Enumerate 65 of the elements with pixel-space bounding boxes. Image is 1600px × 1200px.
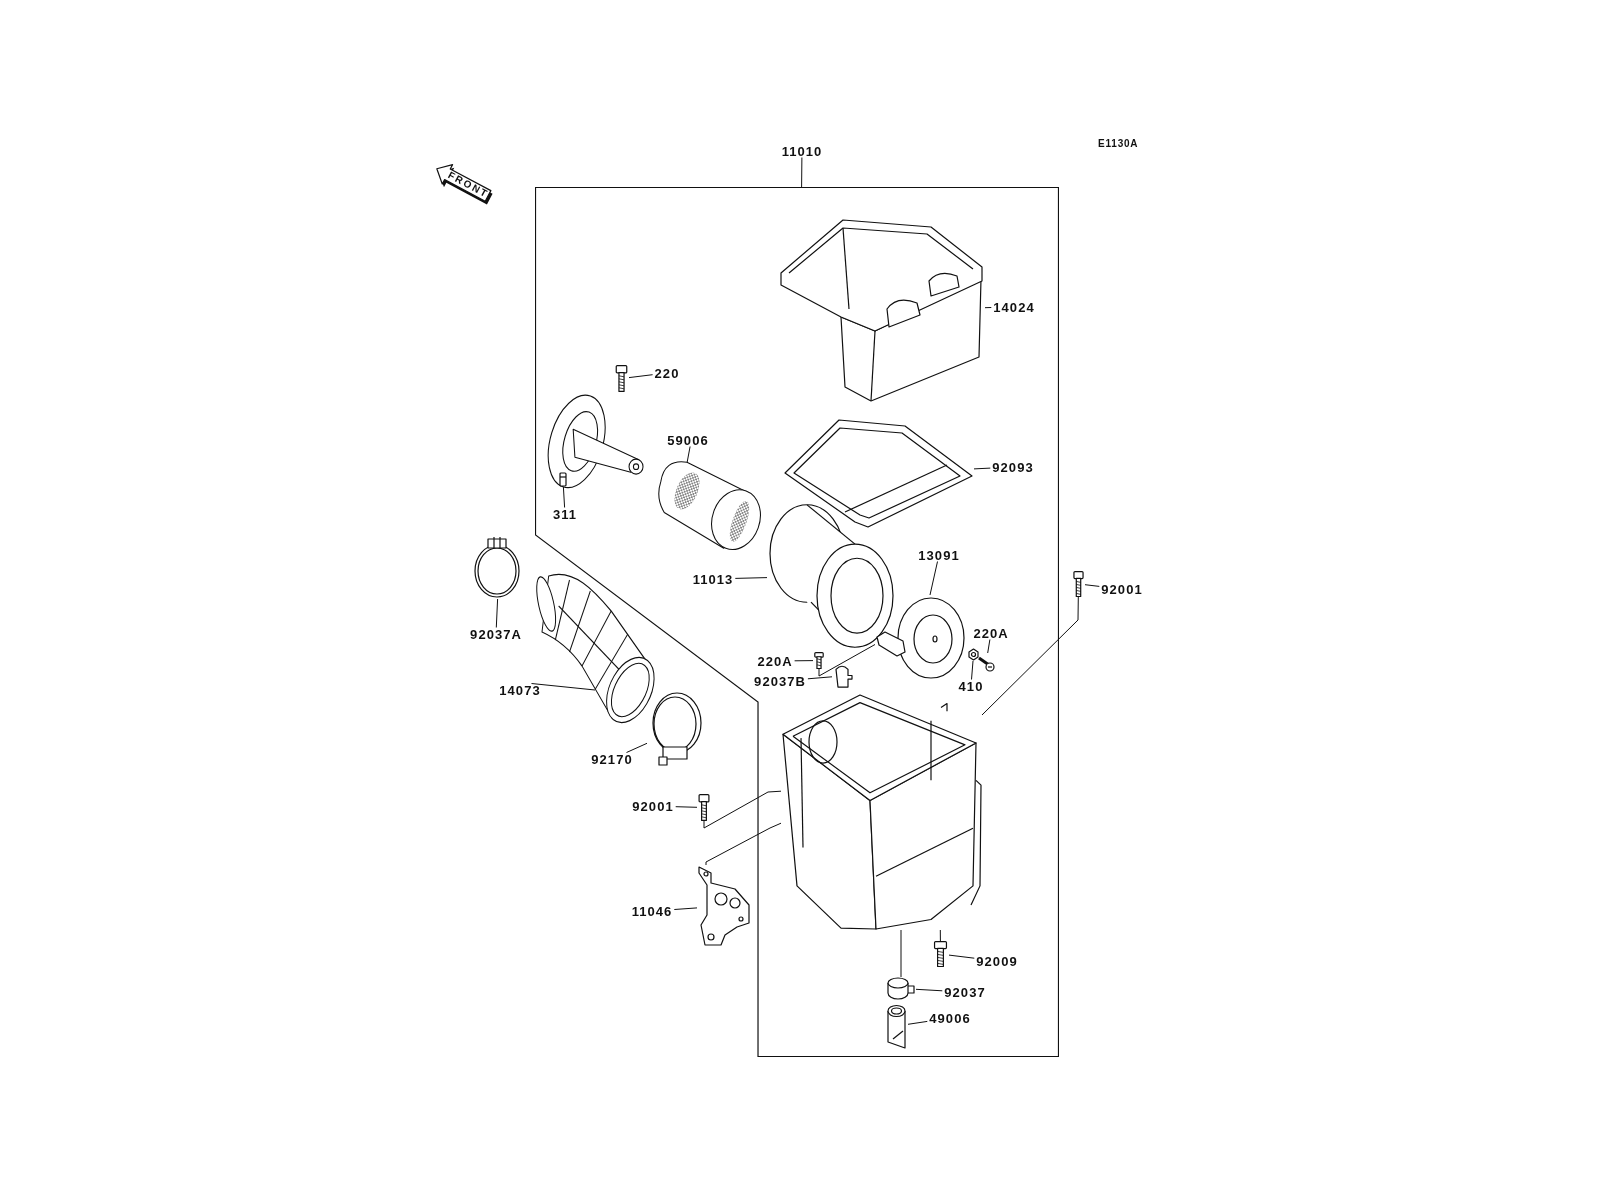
callout-number: 11046: [629, 904, 675, 918]
callout-number: 11010: [779, 144, 825, 158]
leader-line: [673, 907, 698, 910]
leader-line: [675, 806, 698, 808]
clip-drawing: [832, 664, 853, 688]
screw-drawing: [614, 365, 629, 392]
callout-number: 410: [956, 679, 986, 693]
callout-number: 11013: [690, 572, 736, 586]
leader-line: [705, 822, 782, 866]
leader-line: [531, 683, 596, 691]
leader-line: [987, 639, 991, 654]
leader-line: [562, 486, 566, 508]
callout-number: 92037A: [468, 627, 524, 641]
callout-number: 92093: [990, 460, 1036, 474]
diagram-code: E1130A: [1098, 137, 1139, 151]
air-filter-drawing: [767, 502, 896, 650]
callout-number: 220: [652, 366, 682, 380]
leader-line: [818, 644, 876, 677]
callout-number: 220A: [755, 654, 795, 668]
leader-line: [939, 929, 941, 942]
leader-line: [686, 446, 691, 464]
gasket-drawing: [783, 418, 974, 529]
bolt-drawing: [697, 794, 711, 821]
leader-line: [734, 577, 768, 579]
nut-drawing: [968, 648, 979, 661]
callout-number: 92009: [974, 954, 1020, 968]
leader-line: [948, 954, 975, 959]
callout-number: 14024: [991, 300, 1037, 314]
callout-number: 311: [550, 507, 580, 521]
callout-number: 92037: [942, 985, 988, 999]
leader-line: [794, 660, 814, 662]
air-box-case-drawing: [781, 694, 982, 930]
leader-line: [900, 929, 902, 978]
leader-line: [929, 561, 938, 596]
screw-drawing: [813, 652, 825, 669]
leader-line: [626, 742, 648, 753]
leader-line: [984, 307, 992, 309]
callout-number: 92170: [589, 752, 635, 766]
bolt-drawing: [1072, 571, 1085, 597]
callout-number: 220A: [971, 626, 1011, 640]
air-box-lid-drawing: [779, 217, 985, 403]
leader-line: [703, 790, 782, 829]
pin-drawing: [559, 472, 567, 487]
leader-line: [981, 596, 1079, 716]
hose-clamp-drawing: [886, 977, 916, 1000]
callout-number: 92037B: [752, 674, 808, 688]
leader-line: [807, 676, 833, 680]
leader-line: [971, 660, 974, 680]
leader-line: [915, 988, 943, 992]
leader-line: [1084, 584, 1100, 587]
callout-number: 59006: [665, 433, 711, 447]
cap-drawing: [885, 1003, 908, 1049]
leader-line: [907, 1020, 928, 1025]
bracket-drawing: [697, 865, 752, 947]
leader-line: [495, 598, 499, 628]
leader-line: [628, 374, 654, 379]
callout-number: 14073: [497, 683, 543, 697]
callout-number: 13091: [916, 548, 962, 562]
callout-number: 92001: [1099, 582, 1145, 596]
bolt-drawing: [932, 941, 949, 967]
leader-line: [801, 157, 803, 188]
filter-cover-drawing: [875, 595, 966, 680]
leader-line: [973, 467, 991, 470]
callout-number: 49006: [927, 1011, 973, 1025]
callout-number: 92001: [630, 799, 676, 813]
